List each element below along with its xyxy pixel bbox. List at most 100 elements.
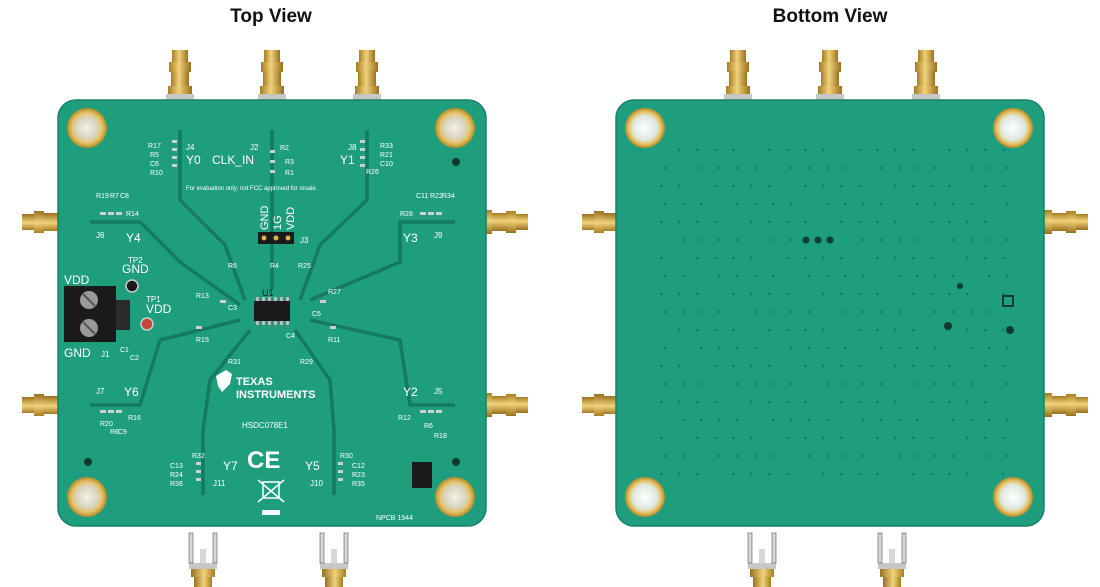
via	[786, 328, 789, 332]
via	[966, 436, 969, 440]
bottom-view-title: Bottom View	[772, 6, 888, 27]
via	[898, 454, 901, 458]
via	[988, 274, 991, 278]
component-label: R10	[150, 170, 163, 177]
via	[880, 382, 883, 386]
via	[682, 274, 685, 278]
connector-label: J6	[96, 231, 105, 240]
component-label: R6	[110, 429, 119, 436]
via	[1002, 364, 1005, 368]
output-label-y2: Y2	[403, 385, 418, 399]
via	[696, 148, 699, 152]
via	[682, 202, 685, 206]
texas-instruments-logo: TEXAS INSTRUMENTS	[216, 370, 315, 401]
via	[930, 292, 933, 296]
via	[660, 436, 663, 440]
component-label: R27	[328, 289, 341, 296]
via	[678, 328, 681, 332]
via	[750, 400, 753, 404]
via	[898, 346, 901, 350]
via	[862, 382, 865, 386]
via	[894, 436, 897, 440]
via	[660, 184, 663, 188]
tp2-label: TP2	[128, 256, 143, 265]
via	[786, 148, 789, 152]
via	[1006, 454, 1009, 458]
component-label: R23	[352, 472, 365, 479]
via	[786, 256, 789, 260]
via	[768, 472, 771, 476]
via	[786, 436, 789, 440]
component-label: R17	[148, 143, 161, 150]
component-label: C9	[118, 429, 127, 436]
via	[934, 274, 937, 278]
via	[682, 418, 685, 422]
via	[822, 364, 825, 368]
via	[988, 310, 991, 314]
via	[948, 148, 951, 152]
ic-u1	[254, 301, 290, 321]
via	[840, 256, 843, 260]
via	[934, 454, 937, 458]
via	[948, 292, 951, 296]
via	[736, 382, 739, 386]
connector-label: J5	[434, 387, 443, 396]
via	[912, 436, 915, 440]
via	[678, 220, 681, 224]
component-label: R4	[270, 263, 279, 270]
top-board: U1 GND 1G VDD J3 Y0 CLK_IN Y1 Y4 Y3 Y6 Y…	[21, 49, 529, 587]
via	[844, 454, 847, 458]
via	[858, 292, 861, 296]
via	[1002, 436, 1005, 440]
component-label: R12	[398, 415, 411, 422]
via	[754, 274, 757, 278]
via	[696, 436, 699, 440]
component-label: C12	[352, 463, 365, 470]
component-label: R32	[192, 453, 205, 460]
via	[984, 148, 987, 152]
via	[660, 220, 663, 224]
via	[952, 418, 955, 422]
via	[916, 202, 919, 206]
via	[894, 400, 897, 404]
via	[772, 202, 775, 206]
via	[930, 436, 933, 440]
part-number: HSDC078E1	[242, 421, 288, 430]
via	[948, 220, 951, 224]
component-label: R28	[400, 211, 413, 218]
via	[952, 202, 955, 206]
via	[700, 382, 703, 386]
component-label: R18	[434, 433, 447, 440]
via	[700, 238, 703, 242]
via	[840, 472, 843, 476]
via	[754, 346, 757, 350]
via	[804, 148, 807, 152]
component-label: C8	[120, 193, 129, 200]
via	[750, 220, 753, 224]
via	[826, 418, 829, 422]
via	[714, 364, 717, 368]
via	[970, 346, 973, 350]
component-label: R2	[280, 145, 289, 152]
connector-label: J10	[310, 479, 323, 488]
component-label: R11	[328, 337, 340, 344]
via	[916, 418, 919, 422]
via	[786, 292, 789, 296]
via	[754, 202, 757, 206]
via	[732, 364, 735, 368]
sma-connector-j11	[188, 532, 218, 587]
via	[988, 166, 991, 170]
via	[948, 184, 951, 188]
component-label: R31	[228, 359, 241, 366]
via	[664, 202, 667, 206]
input-label-clk-in: CLK_IN	[212, 153, 254, 167]
via	[718, 418, 721, 422]
component-label: R3	[285, 159, 294, 166]
via	[898, 310, 901, 314]
mounting-hole	[435, 477, 475, 517]
via	[678, 364, 681, 368]
power-label-vdd: VDD	[64, 273, 90, 287]
via	[862, 418, 865, 422]
via	[1006, 166, 1009, 170]
via	[768, 364, 771, 368]
